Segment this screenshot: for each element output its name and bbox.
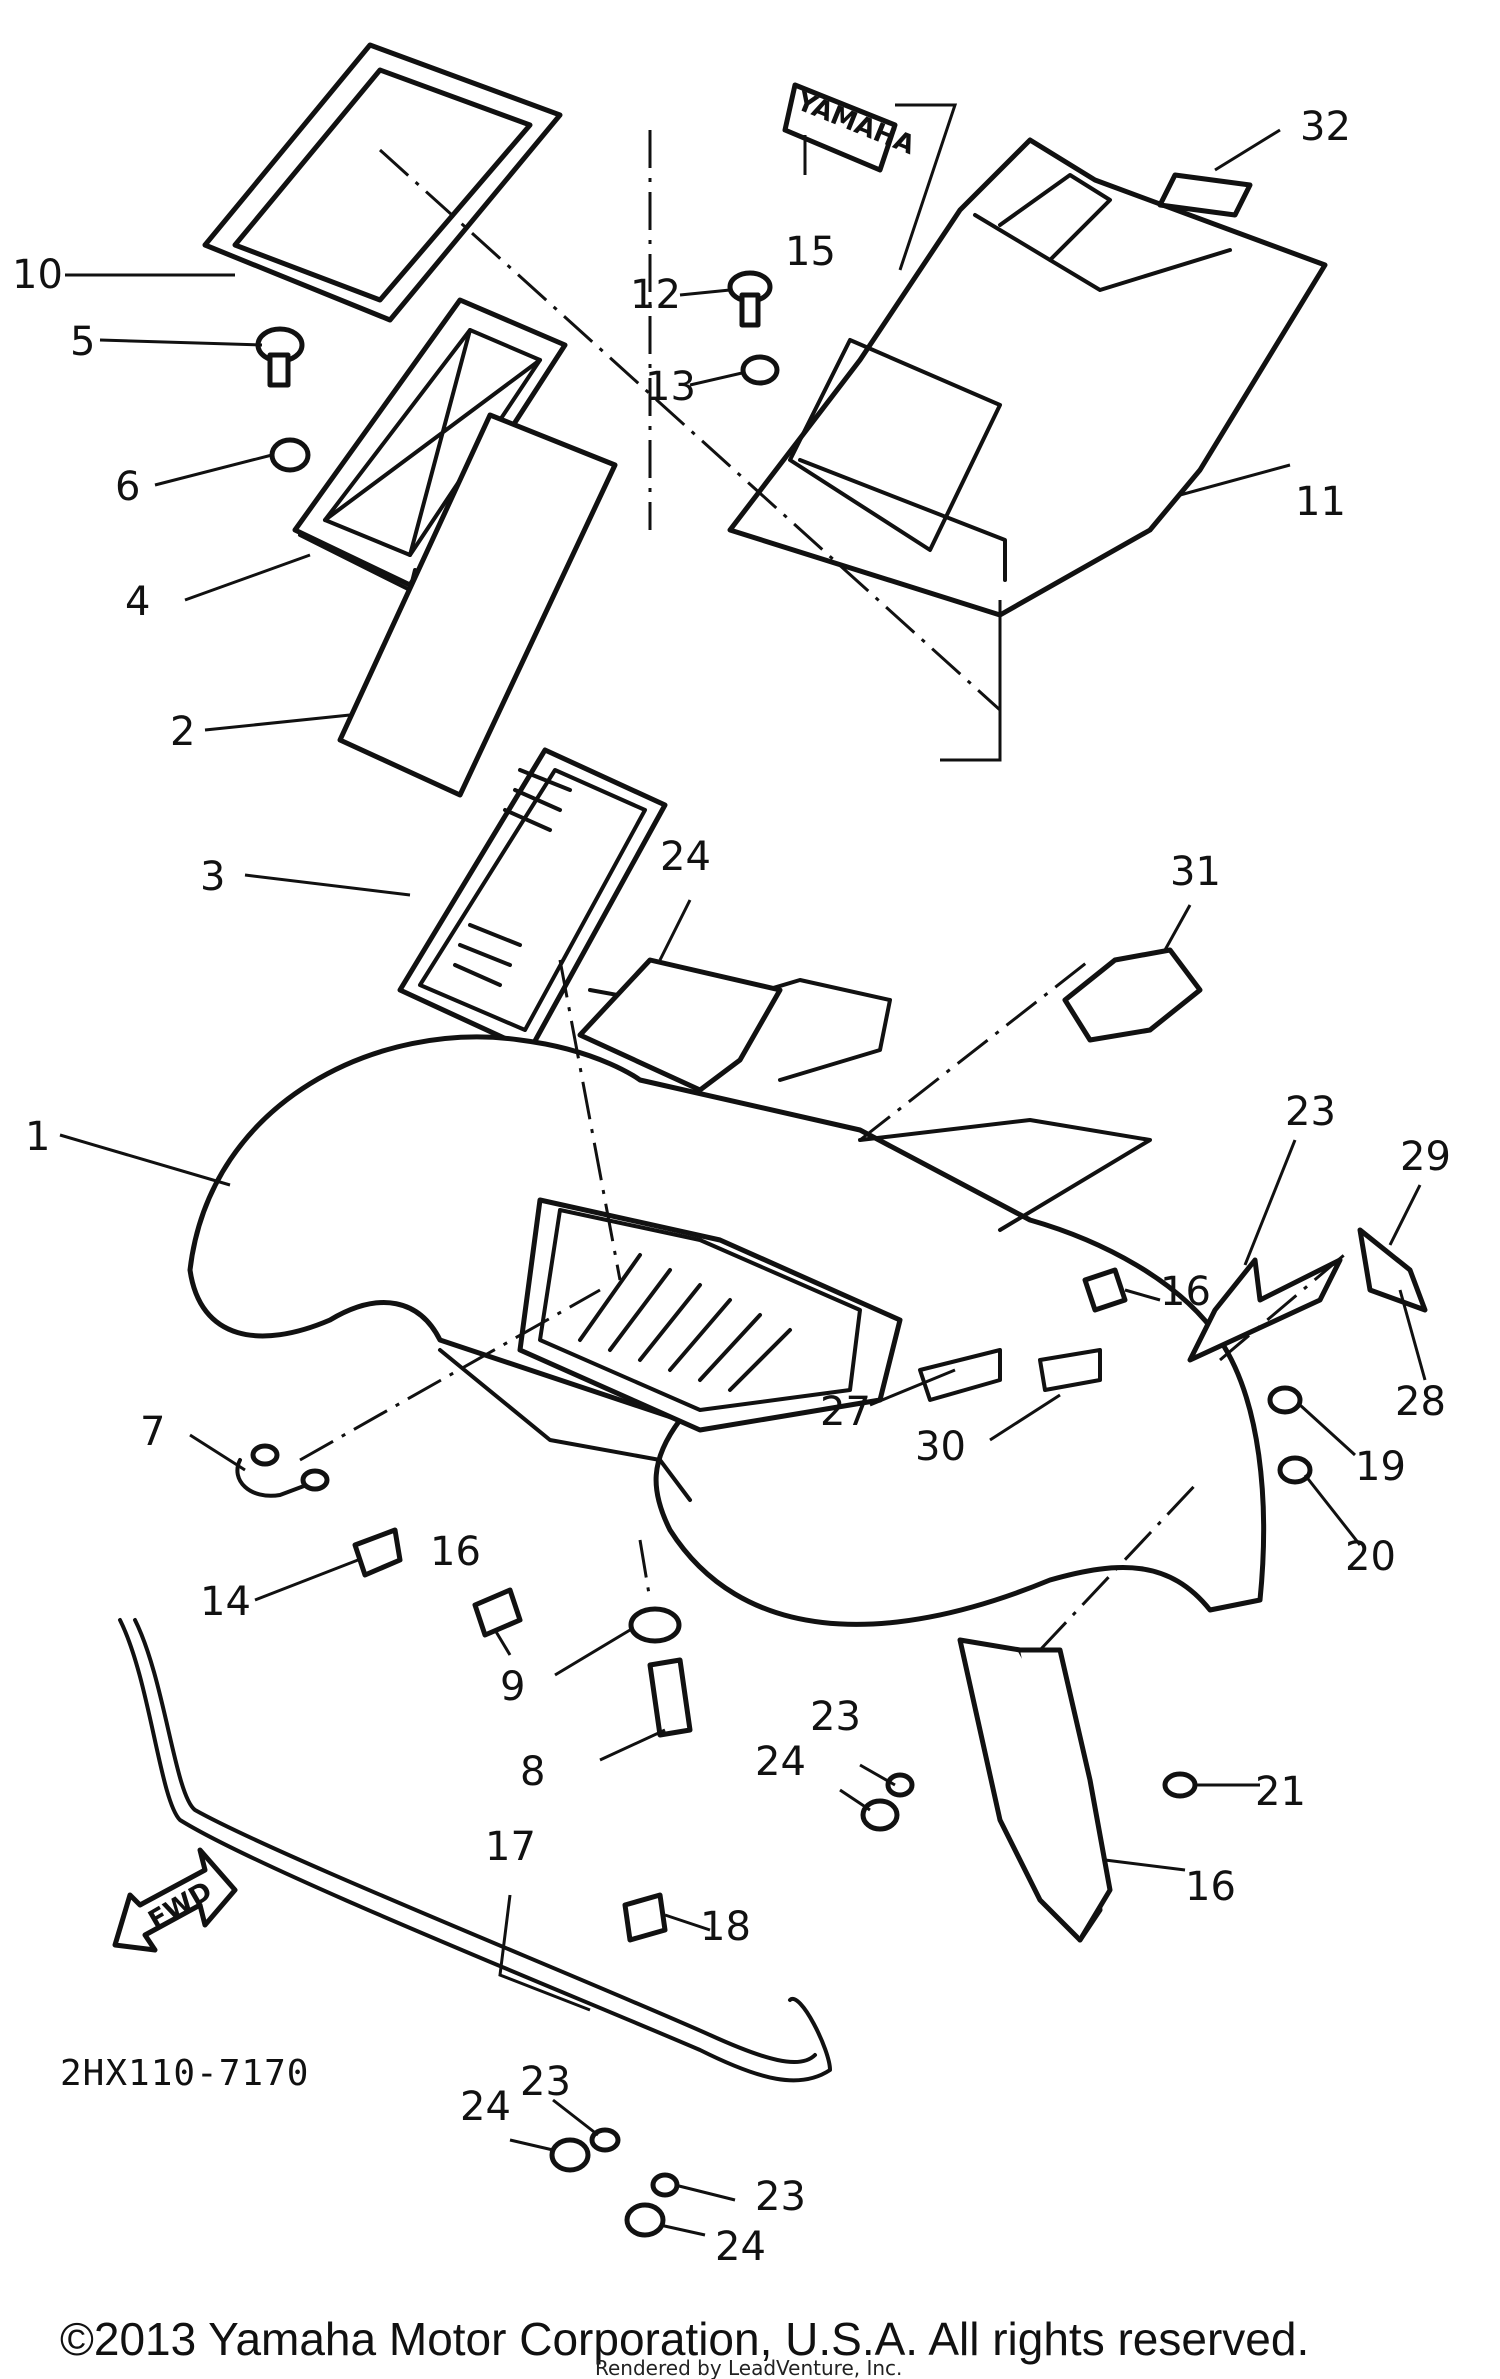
assembly-lines [299,103,1351,1652]
callout-26[interactable]: 24 [660,834,711,880]
callout-13[interactable]: 13 [645,364,696,410]
part-16-bolt-b[interactable] [1082,1267,1128,1313]
callout-23c[interactable]: 23 [755,2174,806,2220]
part-24-nut-c[interactable] [624,2202,666,2238]
part-2-pad[interactable] [337,412,618,798]
callout-15[interactable]: 15 [785,229,836,275]
part-23-washer-a[interactable] [885,1772,915,1798]
part-11-front-panel[interactable] [727,137,1328,618]
callout-16a[interactable]: 16 [430,1529,481,1575]
part-32-label[interactable] [1157,172,1253,218]
callout-22[interactable]: 21 [1255,1769,1306,1815]
part-1-fender[interactable] [187,978,1267,1627]
callout-28[interactable]: 28 [1395,1379,1446,1425]
callout-18[interactable]: 17 [485,1824,536,1870]
part-9-grommet[interactable] [628,1606,682,1644]
fwd-arrow-icon: FWD [112,1847,238,1953]
drawing-code: 2HX110-7170 [60,2053,309,2094]
callout-25[interactable]: 23 [1285,1089,1336,1135]
part-21-bolt[interactable] [1277,1455,1313,1485]
callout-8[interactable]: 8 [520,1749,545,1795]
callout-27[interactable]: 27 [820,1389,871,1435]
part-14-clip[interactable] [352,1527,403,1578]
callout-4[interactable]: 4 [125,579,150,625]
callout-5[interactable]: 5 [70,319,95,365]
callout-24c[interactable]: 24 [715,2224,766,2270]
callout-3[interactable]: 3 [200,854,225,900]
callout-32[interactable]: 32 [1300,104,1351,150]
part-10-frame[interactable] [202,42,563,323]
part-12-bolt[interactable] [727,270,773,328]
part-23-washer-c[interactable] [650,2172,680,2198]
part-25-bracket[interactable] [1187,1257,1343,1363]
part-16-bolt-a[interactable] [472,1587,523,1638]
part-18-bar[interactable] [118,1618,832,2083]
callout-11[interactable]: 11 [1295,479,1346,525]
callout-29[interactable]: 29 [1400,1134,1451,1180]
callout-16b[interactable]: 16 [1160,1269,1211,1315]
part-6-nut[interactable] [269,437,311,473]
callout-14[interactable]: 14 [200,1579,251,1625]
callout-7[interactable]: 7 [140,1409,165,1455]
callout-9[interactable]: 9 [500,1664,525,1710]
callout-10[interactable]: 10 [12,252,63,298]
callout-31[interactable]: 31 [1170,849,1221,895]
part-20-bolt[interactable] [1267,1385,1303,1415]
part-19-clip[interactable] [622,1892,668,1943]
part-17-flap[interactable] [957,1637,1113,1943]
callout-24b[interactable]: 24 [460,2084,511,2130]
callout-24a[interactable]: 24 [755,1739,806,1785]
callout-21[interactable]: 20 [1345,1534,1396,1580]
callout-17[interactable]: 16 [1185,1864,1236,1910]
rendered-by: Rendered by LeadVenture, Inc. [595,2356,902,2379]
leader-lines [59,128,1427,2237]
part-5-screw[interactable] [255,326,305,388]
part-28-29-plate[interactable] [1357,1227,1428,1313]
copyright-footer: ©2013 Yamaha Motor Corporation, U.S.A. A… [60,2313,1309,2365]
callout-12[interactable]: 12 [630,272,681,318]
part-13-nut[interactable] [740,354,780,386]
part-26-bracket[interactable] [577,957,783,1093]
part-23-washer-b[interactable] [589,2127,621,2153]
part-24-nut-a[interactable] [860,1798,900,1832]
callout-19[interactable]: 18 [700,1904,751,1950]
part-24-nut-b[interactable] [549,2137,591,2173]
callout-2[interactable]: 2 [170,709,195,755]
callouts: 10 5 6 4 2 3 1 7 14 16 9 8 12 13 15 32 1… [12,104,1451,2270]
part-31-cap[interactable] [1062,947,1203,1043]
part-22-screw[interactable] [1162,1771,1198,1799]
callout-23b[interactable]: 23 [520,2059,571,2105]
callout-6[interactable]: 6 [115,464,140,510]
callout-1[interactable]: 1 [25,1114,50,1160]
part-8-cap[interactable] [647,1657,693,1738]
callout-23a[interactable]: 23 [810,1694,861,1740]
callout-30[interactable]: 30 [915,1424,966,1470]
callout-20[interactable]: 19 [1355,1444,1406,1490]
